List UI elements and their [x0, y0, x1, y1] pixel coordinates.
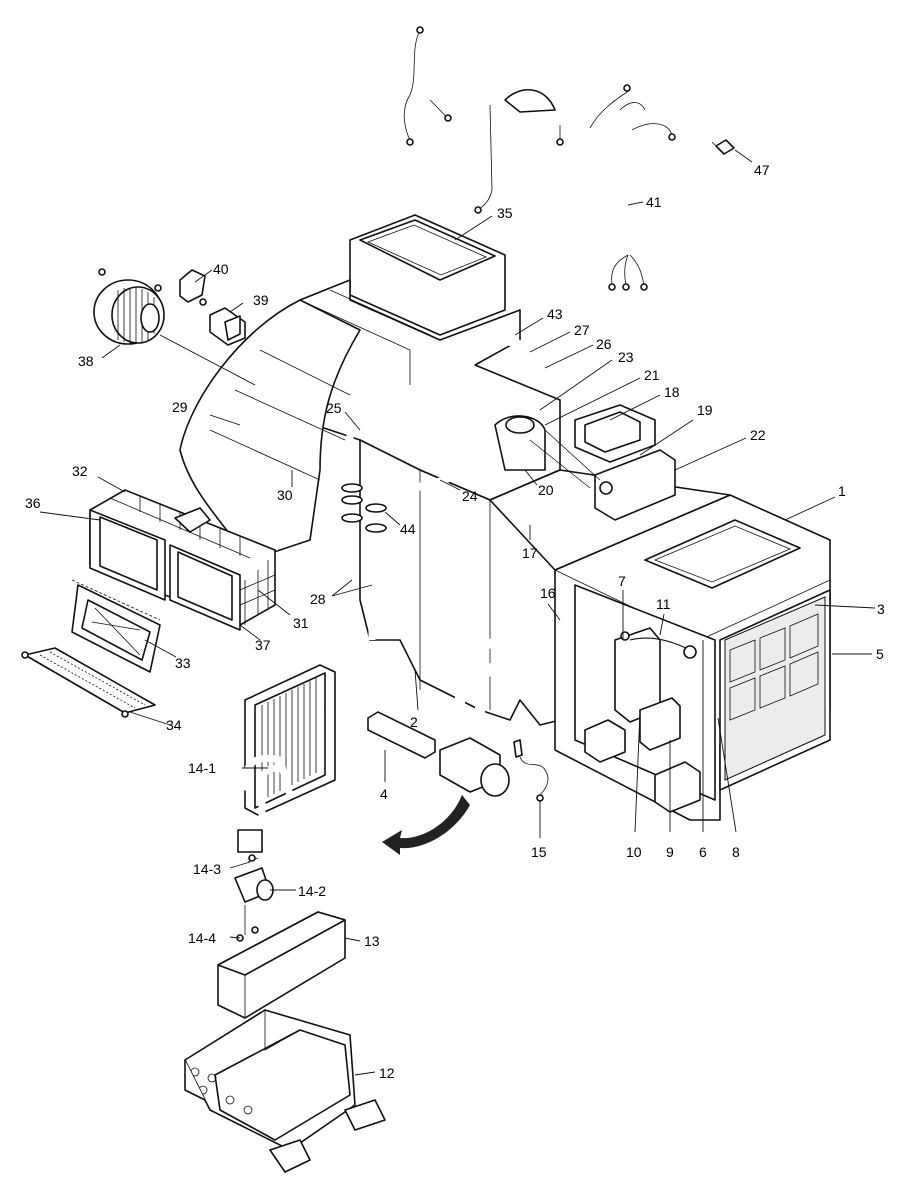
callout-16: 16: [540, 585, 556, 601]
callout-27: 27: [574, 322, 590, 338]
callout-10: 10: [626, 844, 642, 860]
wiring-harness: [403, 26, 676, 291]
callout-15: 15: [531, 844, 547, 860]
callout-44: 44: [400, 521, 416, 537]
cable-part-15: [513, 739, 549, 802]
filter-33: [71, 579, 161, 673]
callout-26: 26: [596, 336, 612, 352]
direction-arrow-icon: [382, 795, 470, 855]
callout-24: 24: [462, 488, 478, 504]
air-inlet-assembly: [89, 489, 276, 631]
callout-18: 18: [664, 384, 680, 400]
connector-part-47: [711, 139, 735, 155]
water-valve: [439, 638, 521, 797]
callout-41: 41: [646, 194, 662, 210]
callout-20: 20: [538, 482, 554, 498]
callout-25: 25: [326, 400, 342, 416]
callout-12: 12: [379, 1065, 395, 1081]
callout-14-3: 14-3: [193, 861, 221, 877]
small-screws-40-39: [98, 268, 246, 346]
callout-5: 5: [876, 646, 884, 662]
callout-1: 1: [838, 483, 846, 499]
duct-13: [217, 911, 346, 1019]
bar-part-4: [367, 711, 436, 759]
callout-4: 4: [380, 786, 388, 802]
callout-13: 13: [364, 933, 380, 949]
callout-47: 47: [754, 162, 770, 178]
callout-9: 9: [666, 844, 674, 860]
filter-34: [21, 647, 156, 718]
callout-3: 3: [877, 601, 885, 617]
hose-clamps: [341, 483, 387, 533]
callout-8: 8: [732, 844, 740, 860]
callout-31: 31: [293, 615, 309, 631]
callout-17: 17: [522, 545, 538, 561]
callout-29: 29: [172, 399, 188, 415]
blower-motor-38: [93, 279, 256, 386]
callout-14-2: 14-2: [298, 883, 326, 899]
callout-14-4: 14-4: [188, 930, 216, 946]
callout-21: 21: [644, 367, 660, 383]
callout-39: 39: [253, 292, 269, 308]
callout-43: 43: [547, 306, 563, 322]
callout-38: 38: [78, 353, 94, 369]
heater-fittings: [234, 854, 274, 942]
callout-33: 33: [175, 655, 191, 671]
callout-23: 23: [618, 349, 634, 365]
callout-40: 40: [213, 261, 229, 277]
callout-37: 37: [255, 637, 271, 653]
callout-34: 34: [166, 717, 182, 733]
callout-28: 28: [310, 591, 326, 607]
callout-19: 19: [697, 402, 713, 418]
callout-11: 11: [656, 596, 671, 612]
callout-6: 6: [699, 844, 707, 860]
callout-36: 36: [25, 495, 41, 511]
base-tray-12: [184, 1009, 386, 1173]
callout-35: 35: [497, 205, 513, 221]
callout-14-1: 14-1: [188, 760, 216, 776]
leader-lines: [39, 149, 876, 1076]
callout-2: 2: [410, 714, 418, 730]
callout-30: 30: [277, 487, 293, 503]
callout-22: 22: [750, 427, 766, 443]
heater-core-14-1: [237, 664, 336, 853]
callout-labels: 1 2 3 4 5 6 7 8 9 10 11 12 13 14-1 14-2 …: [25, 162, 885, 1081]
callout-7: 7: [618, 573, 626, 589]
callout-32: 32: [72, 463, 88, 479]
hvac-main-housing: [179, 214, 831, 821]
